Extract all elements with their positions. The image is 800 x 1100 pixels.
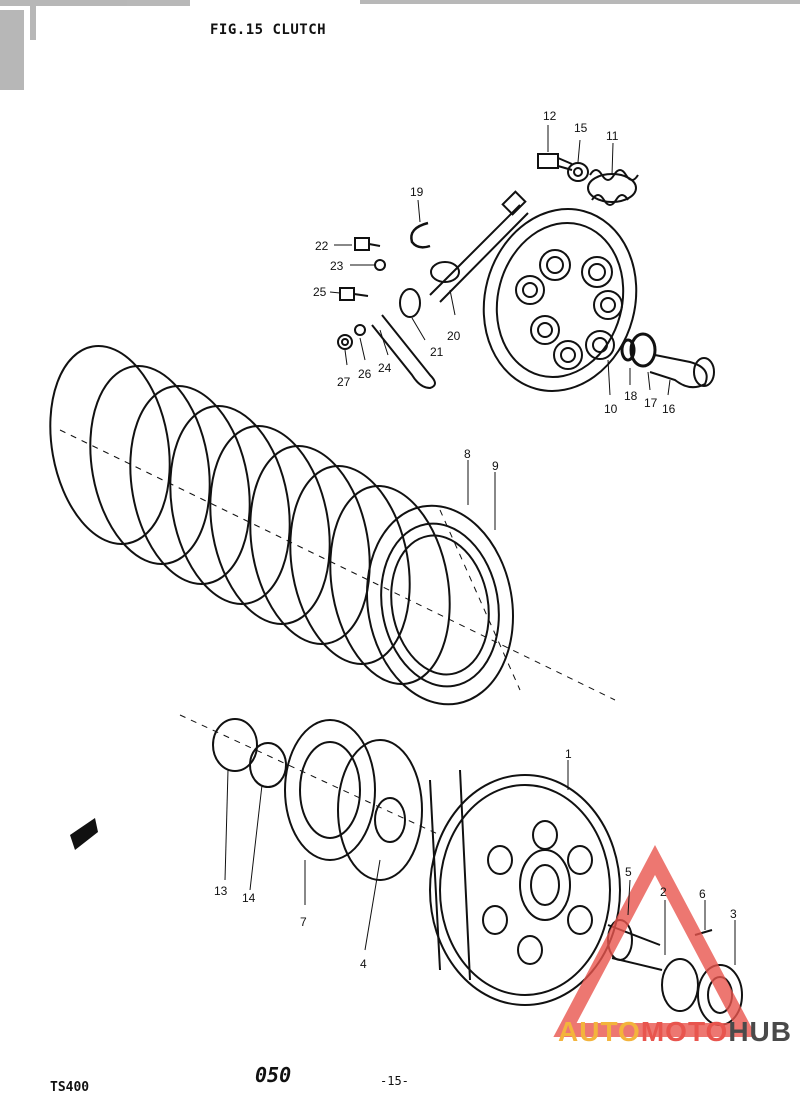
logo-part-moto: MOTO	[640, 1016, 729, 1047]
callout-26: 26	[358, 367, 372, 381]
callout-17: 17	[644, 396, 658, 410]
page-code: 050	[255, 1063, 292, 1087]
callout-3: 3	[730, 907, 737, 921]
callout-14: 14	[242, 891, 256, 905]
callout-23: 23	[330, 259, 344, 273]
callout-9: 9	[492, 459, 499, 473]
pressure-plate	[482, 208, 638, 392]
callout-5: 5	[625, 865, 632, 879]
leader-lines	[224, 125, 736, 965]
release-lever	[371, 261, 460, 390]
page-number: -15-	[380, 1074, 409, 1088]
logo-part-auto: AUTO	[558, 1016, 641, 1047]
push-piece	[649, 354, 715, 389]
callout-12: 12	[543, 109, 557, 123]
callout-21: 21	[430, 345, 444, 359]
release-rod	[429, 190, 529, 303]
callout-8: 8	[464, 447, 471, 461]
callout-24: 24	[378, 361, 392, 375]
callout-22: 22	[315, 239, 329, 253]
callout-4: 4	[360, 957, 367, 971]
clutch-hub	[179, 714, 441, 881]
clutch-spring	[587, 169, 639, 206]
clutch-plate-stack	[49, 345, 616, 706]
callout-27: 27	[337, 375, 351, 389]
callout-6: 6	[699, 887, 706, 901]
callout-13: 13	[214, 884, 228, 898]
bolt	[537, 153, 573, 171]
callout-labels: 12 15 11 19 22 23 25 20 21 27 26 24 10 1…	[214, 109, 737, 971]
callout-11: 11	[606, 129, 619, 143]
callout-20: 20	[447, 329, 461, 343]
figure-title: FIG.15 CLUTCH	[210, 22, 327, 38]
callout-7: 7	[300, 915, 307, 929]
small-screws	[337, 237, 386, 350]
model-name: TS400	[50, 1080, 90, 1095]
callout-16: 16	[662, 402, 676, 416]
callout-10: 10	[604, 402, 618, 416]
watermark-logo: AUTOMOTOHUB	[558, 1016, 792, 1048]
bearing-washer	[620, 332, 657, 368]
front-arrow-icon	[70, 818, 98, 850]
circlip	[410, 221, 431, 249]
callout-18: 18	[624, 389, 638, 403]
clutch-housing	[429, 769, 621, 1006]
logo-part-hub: HUB	[728, 1016, 792, 1047]
callout-15: 15	[574, 121, 588, 135]
watermark-triangle	[553, 845, 757, 1037]
scan-noise	[0, 0, 800, 90]
callout-1: 1	[565, 747, 572, 761]
washer	[567, 162, 589, 182]
callout-25: 25	[313, 285, 327, 299]
callout-19: 19	[410, 185, 424, 199]
callout-2: 2	[660, 885, 667, 899]
